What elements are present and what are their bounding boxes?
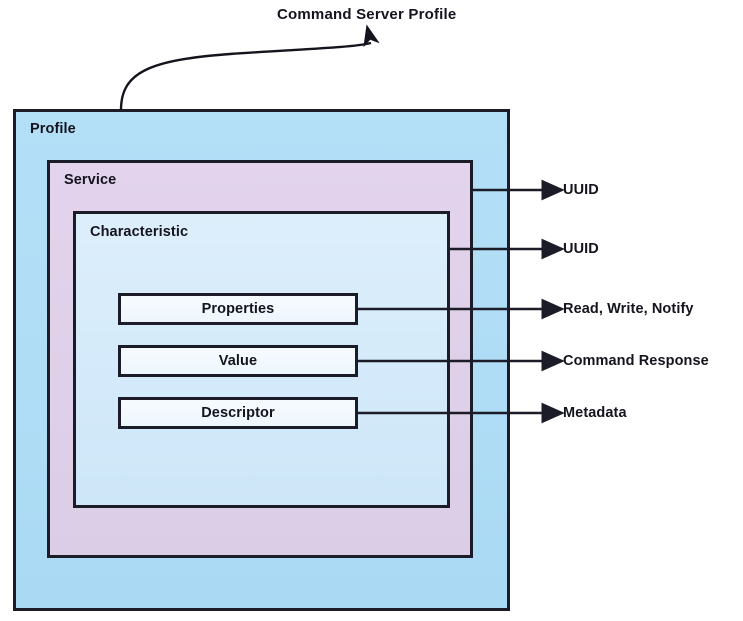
title-pointer-curved-arrow-icon [119, 24, 380, 111]
service-label: Service [64, 172, 117, 188]
callout-label-properties: Read, Write, Notify [563, 301, 694, 317]
diagram-title: Command Server Profile [277, 6, 457, 23]
field-value-label: Value [218, 353, 258, 369]
field-value: Value [118, 345, 358, 377]
callout-label-value: Command Response [563, 353, 709, 369]
callout-label-service-uuid: UUID [563, 182, 599, 198]
callout-label-characteristic-uuid: UUID [563, 241, 599, 257]
field-properties: Properties [118, 293, 358, 325]
characteristic-label: Characteristic [90, 224, 189, 240]
callout-label-descriptor: Metadata [563, 405, 627, 421]
profile-label: Profile [30, 121, 76, 137]
field-descriptor: Descriptor [118, 397, 358, 429]
field-properties-label: Properties [201, 301, 275, 317]
field-descriptor-label: Descriptor [201, 405, 275, 421]
